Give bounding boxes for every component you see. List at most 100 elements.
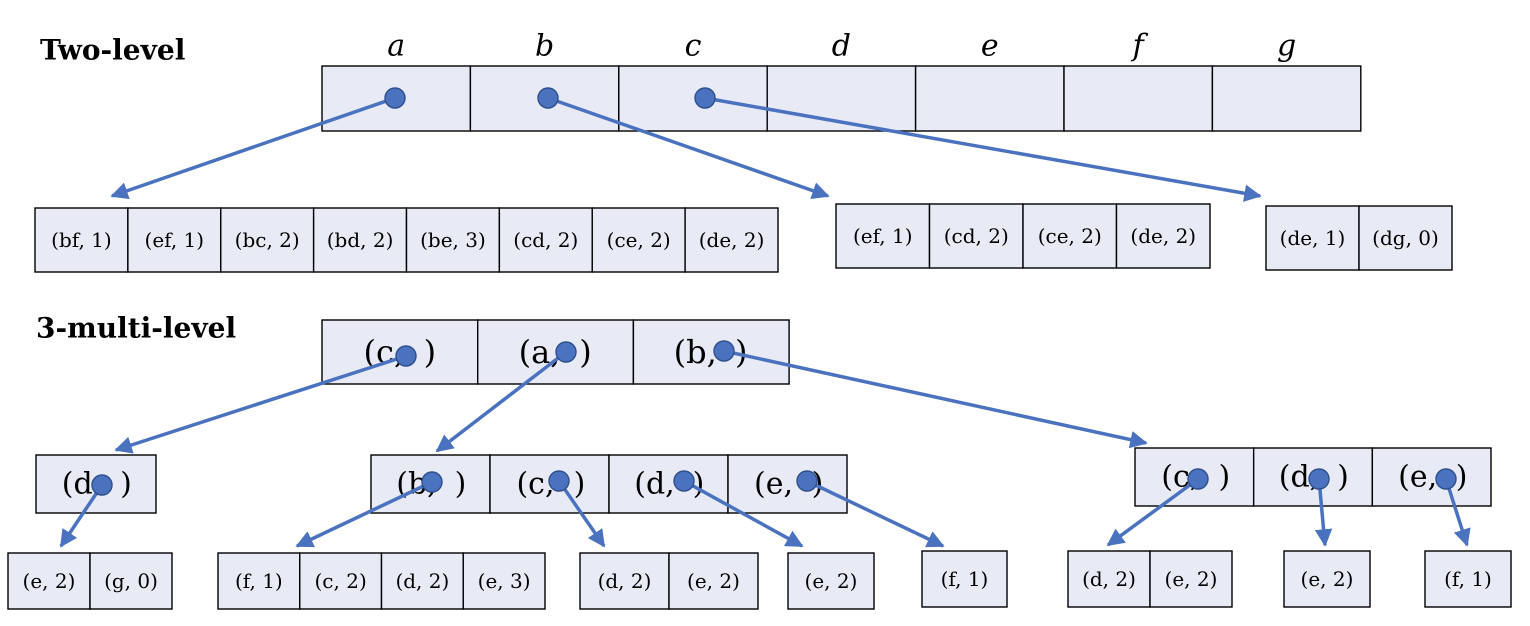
leaf-arrow-b-c <box>1106 477 1200 547</box>
middle-pointer-dot <box>1435 468 1457 490</box>
two-level-list-b-cell <box>1115 203 1211 269</box>
leaf-list-cell <box>921 550 1008 608</box>
leaf-list-cell <box>787 552 875 610</box>
leaf-arrow-c-d <box>59 484 104 548</box>
root-arrow-b <box>723 349 1148 449</box>
middle-node-b-text: (e, <box>1398 460 1437 495</box>
leaf-list-text: (d, 2) <box>1082 567 1136 591</box>
leaf-arrow-a-b <box>295 480 433 548</box>
top-array-cell-e <box>914 65 1065 132</box>
middle-node-a-closing: ) <box>812 467 824 502</box>
two-level-list-c-text: (de, 1) <box>1280 226 1346 250</box>
two-level-arrow-c <box>704 96 1262 202</box>
leaf-arrow-b-e <box>1444 478 1471 547</box>
two-level-arrow-a <box>110 96 396 200</box>
two-level-list-b-text: (cd, 2) <box>944 224 1009 248</box>
leaf-list-text: (g, 0) <box>104 569 158 593</box>
root-cell-text: (b, <box>674 333 717 371</box>
middle-pointer-dot <box>421 471 443 493</box>
leaf-list-text: (f, 1) <box>1444 567 1492 591</box>
two-level-list-a-cell <box>312 207 408 273</box>
leaf-list-text: (e, 2) <box>1165 567 1218 591</box>
leaf-list-text: (e, 2) <box>23 569 76 593</box>
leaf-list-cell <box>579 552 670 610</box>
two-level-list-a-cell <box>220 207 315 273</box>
middle-node-c-closing: ) <box>120 467 132 502</box>
pointer-dot-b <box>537 87 559 109</box>
middle-pointer-dot <box>673 470 695 492</box>
two-level-list-a-text: (cd, 2) <box>513 228 578 252</box>
two-level-list-a-text: (ef, 1) <box>145 228 205 252</box>
leaf-list-cell <box>7 552 91 610</box>
two-level-list-a-cell <box>591 207 686 273</box>
top-array-cell-g <box>1211 65 1362 132</box>
two-level-list-a-text: (bd, 2) <box>327 228 394 252</box>
leaf-list-cell <box>462 552 546 610</box>
middle-node-a-text: (d, <box>634 467 674 502</box>
two-level-list-a-text: (be, 3) <box>420 228 486 252</box>
leaf-list-text: (d, 2) <box>598 569 652 593</box>
middle-node-b-cell <box>1371 447 1492 507</box>
two-level-list-a-cell <box>498 207 593 273</box>
two-level-list-a-cell <box>405 207 501 273</box>
two-level-list-b-text: (ef, 1) <box>853 224 913 248</box>
two-level-list-b-cell <box>1022 203 1118 269</box>
pointer-dot-c <box>694 87 716 109</box>
middle-pointer-dot <box>91 474 113 496</box>
multi-level-title: 3-multi-level <box>36 312 236 345</box>
middle-node-a-closing: ) <box>693 467 705 502</box>
leaf-list-text: (e, 2) <box>805 569 858 593</box>
top-array-cell-d <box>766 65 917 132</box>
leaf-list-text: (f, 1) <box>941 567 989 591</box>
two-level-list-a-text: (ce, 2) <box>607 228 671 252</box>
middle-pointer-dot <box>1187 468 1209 490</box>
middle-node-b-closing: ) <box>1218 460 1230 495</box>
two-level-list-b-text: (ce, 2) <box>1038 224 1102 248</box>
two-level-list-b-text: (de, 2) <box>1130 224 1196 248</box>
two-level-list-c-text: (dg, 0) <box>1372 226 1439 250</box>
middle-pointer-dot <box>548 470 570 492</box>
root-pointer-dot <box>555 341 577 363</box>
root-arrow-c <box>114 354 407 454</box>
middle-node-a-text: (e, <box>754 467 793 502</box>
middle-pointer-dot <box>1308 468 1330 490</box>
leaf-list-text: (d, 2) <box>395 569 449 593</box>
leaf-list-text: (e, 2) <box>687 569 740 593</box>
top-array-cell-f <box>1063 65 1214 132</box>
leaf-list-cell <box>217 552 301 610</box>
root-cell-closing: ) <box>579 333 591 371</box>
two-level-list-b-cell <box>928 203 1024 269</box>
two-level-list-c-cell <box>1358 205 1453 271</box>
leaf-list-text: (f, 1) <box>235 569 283 593</box>
leaf-list-cell <box>1067 550 1151 608</box>
two-level-list-a-text: (bf, 1) <box>51 228 112 252</box>
top-array-cell-c <box>618 65 768 132</box>
leaf-list-cell <box>1283 550 1371 608</box>
column-label-a: a <box>387 29 405 64</box>
leaf-list-cell <box>89 552 173 610</box>
leaf-list-cell <box>1424 550 1512 608</box>
middle-node-a-text: (c, <box>516 467 554 502</box>
two-level-list-c-cell <box>1265 205 1360 271</box>
middle-pointer-dot <box>796 470 818 492</box>
column-label-d: d <box>832 29 851 64</box>
column-label-b: b <box>535 29 554 64</box>
leaf-arrow-a-d <box>683 479 804 548</box>
column-label-g: g <box>1277 29 1296 64</box>
leaf-arrow-a-e <box>806 479 945 548</box>
root-cell-text: (a, <box>519 333 561 371</box>
leaf-list-cell <box>1149 550 1233 608</box>
two-level-list-a-text: (bc, 2) <box>235 228 300 252</box>
two-level-title: Two-level <box>40 34 185 67</box>
column-label-e: e <box>981 29 999 64</box>
middle-node-b-closing: ) <box>1337 460 1349 495</box>
root-arrow-a <box>435 350 568 453</box>
pointer-dot-a <box>384 87 406 109</box>
two-level-arrow-b <box>547 96 830 200</box>
root-cell <box>632 319 790 385</box>
leaf-list-text: (c, 2) <box>315 569 367 593</box>
two-level-list-a-cell <box>127 207 222 273</box>
two-level-list-a-text: (de, 2) <box>699 228 765 252</box>
